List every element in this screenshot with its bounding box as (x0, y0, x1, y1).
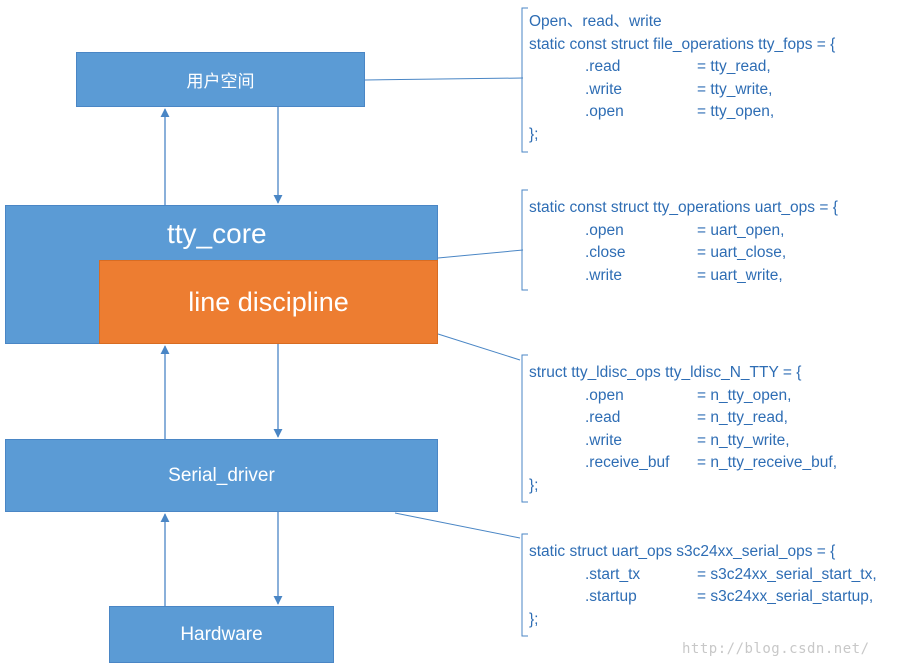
code-field-value: = uart_close, (697, 244, 787, 261)
code-line: .receive_buf = n_tty_receive_buf, (529, 452, 837, 475)
code-field-value: = n_tty_read, (697, 409, 788, 426)
code-line: static const struct file_operations tty_… (529, 34, 835, 57)
code-field-name: .open (585, 221, 624, 239)
code-field-value: = n_tty_receive_buf, (697, 454, 838, 471)
code-line: .read = tty_read, (529, 56, 835, 79)
code-line: .open = tty_open, (529, 101, 835, 124)
code-line: .start_tx = s3c24xx_serial_start_tx, (529, 564, 877, 587)
uart-operations-code-block: static const struct tty_operations uart_… (529, 197, 838, 287)
code-line: .read = n_tty_read, (529, 407, 801, 430)
code-field-name: .start_tx (585, 565, 641, 583)
code-field-value: = n_tty_open, (697, 386, 792, 404)
code-text: struct tty_ldisc_ops tty_ldisc_N_TTY = { (529, 364, 802, 381)
code-field-name: .write (585, 80, 623, 98)
leader-core-to-uart (437, 249, 524, 259)
code-line: .startup = s3c24xx_serial_startup, (529, 586, 873, 609)
serial-operations-code-block: static struct uart_ops s3c24xx_serial_op… (529, 541, 877, 632)
code-line: .open = uart_open, (529, 220, 838, 243)
leader-serial-to-ops (394, 512, 521, 539)
code-line: static const struct tty_operations uart_… (529, 197, 838, 220)
user-space-label: 用户空间 (186, 72, 255, 91)
code-line: }; (529, 609, 835, 632)
code-text: static struct uart_ops s3c24xx_serial_op… (529, 543, 836, 560)
code-line: struct tty_ldisc_ops tty_ldisc_N_TTY = { (529, 362, 801, 385)
ldisc-operations-code-block: struct tty_ldisc_ops tty_ldisc_N_TTY = {… (529, 362, 837, 498)
code-line: .close = uart_close, (529, 242, 838, 265)
code-field-value: = n_tty_write, (697, 431, 790, 449)
watermark: http://blog.csdn.net/ (682, 641, 870, 657)
code-line: static struct uart_ops s3c24xx_serial_op… (529, 541, 835, 564)
hardware-label: Hardware (180, 623, 263, 645)
code-field-value: = s3c24xx_serial_startup, (697, 588, 874, 605)
code-text: static const struct file_operations tty_… (529, 35, 836, 53)
bracket-serial (521, 533, 528, 637)
code-field-name: .startup (585, 588, 637, 605)
code-field-value: = s3c24xx_serial_start_tx, (697, 565, 877, 583)
serial-driver-box: Serial_driver (5, 439, 438, 512)
code-field-value: = uart_open, (697, 221, 785, 239)
code-field-value: = tty_open, (697, 103, 775, 120)
code-field-name: .write (585, 431, 623, 449)
hardware-box: Hardware (109, 606, 334, 663)
code-line: .write = uart_write, (529, 265, 838, 288)
user-space-box: 用户空间 (76, 52, 365, 107)
code-line: .write = n_tty_write, (529, 430, 801, 453)
code-field-value: = uart_write, (697, 266, 783, 284)
bracket-ldisc (521, 354, 528, 503)
code-field-name: .open (585, 386, 624, 404)
code-line: }; (529, 124, 835, 147)
leader-ld-to-ldisc (437, 333, 521, 361)
bracket-fops (521, 7, 528, 153)
file-operations-code-block: Open、read、write static const struct file_… (529, 11, 835, 146)
code-text: }; (529, 610, 539, 628)
code-field-name: .read (585, 58, 621, 75)
code-line: .write = tty_write, (529, 79, 835, 102)
code-line: Open、read、write (529, 11, 835, 34)
line-discipline-label: line discipline (188, 286, 349, 317)
code-field-name: .close (585, 244, 626, 261)
code-field-name: .open (585, 103, 624, 120)
code-field-name: .write (585, 266, 623, 284)
code-text: Open、read、write (529, 13, 662, 30)
bracket-uart (521, 189, 528, 291)
line-discipline-box: line discipline (99, 260, 438, 344)
leader-user-to-fops (364, 77, 524, 81)
code-field-name: .read (585, 409, 621, 426)
code-text: }; (529, 476, 539, 494)
tty-core-label: tty_core (167, 218, 267, 249)
serial-driver-label: Serial_driver (168, 464, 275, 486)
code-line: .open = n_tty_open, (529, 385, 801, 408)
code-line: }; (529, 475, 801, 498)
code-field-value: = tty_write, (697, 80, 773, 98)
code-text: static const struct tty_operations uart_… (529, 199, 838, 216)
code-text: }; (529, 125, 539, 143)
code-field-value: = tty_read, (697, 58, 771, 75)
code-field-name: .receive_buf (585, 454, 670, 471)
